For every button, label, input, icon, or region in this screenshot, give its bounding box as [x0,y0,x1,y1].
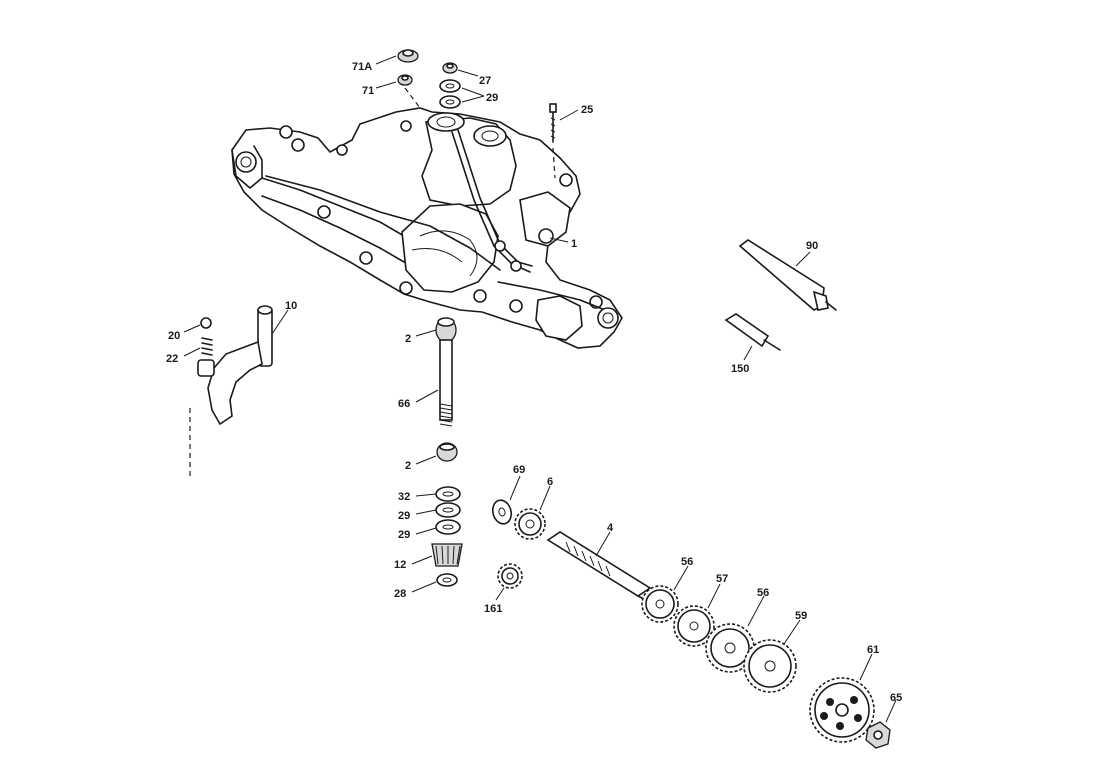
part-10-shift-fork [197,305,273,426]
label-65: 65 [890,692,902,704]
part-4-splined-shaft [546,531,652,601]
label-25: 25 [581,104,593,116]
part-150-touchup-tube [724,313,781,351]
label-20: 20 [168,330,180,342]
part-56-gear-b [705,623,755,673]
label-71A: 71A [352,61,372,73]
part-61-bull-gear [809,677,875,743]
label-6: 6 [547,476,553,488]
part-65-nut [865,721,891,749]
part-56-gear-a [641,585,679,623]
part-71-bushing [397,74,413,86]
label-1: 1 [571,238,577,250]
part-25-bolt [549,103,557,143]
label-56-a: 56 [681,556,693,568]
label-71: 71 [362,85,374,97]
part-2-bearing-upper [435,317,457,343]
part-28-retaining-ring [436,573,458,587]
part-90-sealant-tube [738,239,837,311]
leader-lines [183,55,897,723]
label-32: 32 [398,491,410,503]
label-28: 28 [394,588,406,600]
transaxle-housing [231,107,623,349]
part-22-spring [201,337,213,356]
part-12-bevel-pinion [431,543,463,567]
label-29-top: 29 [486,92,498,104]
part-29-washers-top [439,79,461,109]
label-161: 161 [484,603,502,615]
label-27: 27 [479,75,491,87]
part-6-pinion-gear [514,508,546,540]
label-10: 10 [285,300,297,312]
label-29-low: 29 [398,529,410,541]
part-59-gear [743,639,797,693]
part-161-small-gear [497,563,523,589]
label-12: 12 [394,559,406,571]
label-4: 4 [607,522,614,534]
part-32-washer [435,486,461,502]
label-59: 59 [795,610,807,622]
label-57: 57 [716,573,728,585]
label-66: 66 [398,398,410,410]
label-150: 150 [731,363,749,375]
label-2-lower: 2 [405,460,411,472]
label-29-mid: 29 [398,510,410,522]
part-69-thrust-washer [491,499,513,525]
part-29-washer-b [435,519,461,535]
label-56-b: 56 [757,587,769,599]
part-29-washer-a [435,502,461,518]
label-22: 22 [166,353,178,365]
label-2-upper: 2 [405,333,411,345]
part-2-bearing-lower [436,442,458,462]
part-66-input-shaft [439,339,453,427]
part-71A-seal [397,49,419,63]
part-labels: 71A 71 27 29 25 1 90 150 10 20 22 2 66 2… [166,61,902,704]
label-69: 69 [513,464,525,476]
part-27-nut [442,62,458,74]
label-90: 90 [806,240,818,252]
part-57-gear [673,605,715,647]
label-61: 61 [867,644,879,656]
part-20-ball [200,317,212,329]
